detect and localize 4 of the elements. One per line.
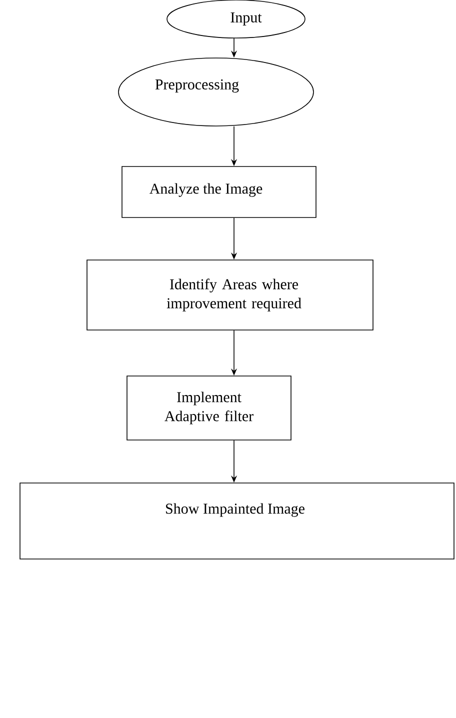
process-box: Implement Adaptive filter [126, 376, 292, 440]
process-box: Identify Areas where improvement required [86, 260, 374, 330]
process-box: Analyze the Image [122, 166, 316, 218]
process-box: Show Impainted Image [20, 482, 454, 560]
